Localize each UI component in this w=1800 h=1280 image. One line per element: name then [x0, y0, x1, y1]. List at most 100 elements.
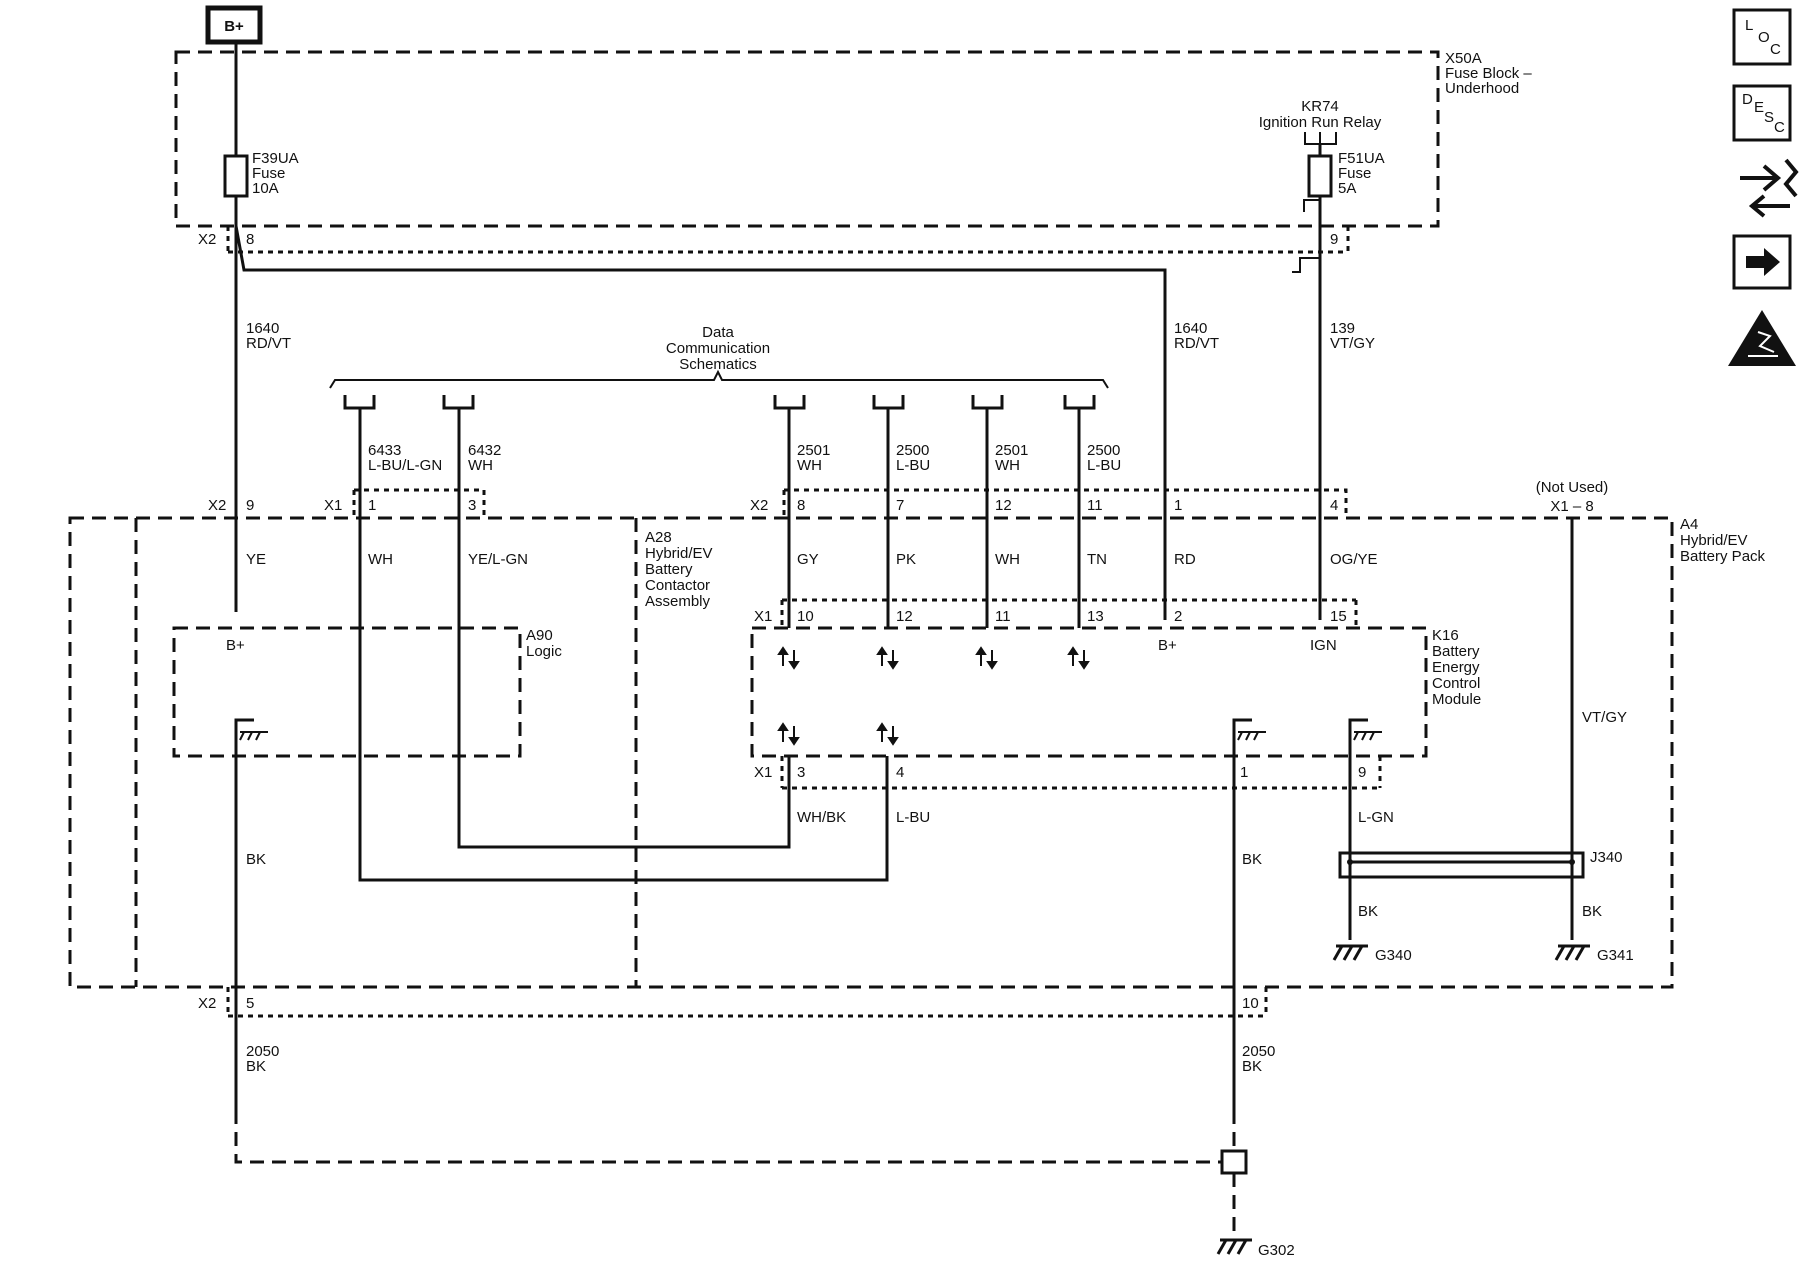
- pack-conn-x2b: X2: [750, 497, 768, 514]
- pack-pin-8: 8: [797, 497, 805, 514]
- color-og-ye: OG/YE: [1330, 551, 1378, 568]
- logic-ground-symbol: [239, 731, 268, 741]
- color-bk-g340: BK: [1358, 903, 1378, 920]
- c2050-left-num: 2050: [246, 1043, 279, 1060]
- ground-g302-symbol: [1216, 1238, 1252, 1255]
- module-ign: IGN: [1310, 637, 1337, 654]
- fuse-f39ua: [223, 154, 249, 198]
- module-line2: Energy: [1432, 659, 1480, 676]
- module-bplus: B+: [1158, 637, 1177, 654]
- color-bk-g341: BK: [1582, 903, 1602, 920]
- pack-line2: Battery Pack: [1680, 548, 1766, 565]
- bus-wire-2501a-color: WH: [797, 457, 822, 474]
- color-pk: PK: [896, 551, 916, 568]
- pack-line1: Hybrid/EV: [1680, 532, 1748, 549]
- bus-wire-2500b-num: 2500: [1087, 442, 1120, 459]
- bus-wire-6432-num: 6432: [468, 442, 501, 459]
- ground-junction: [1220, 1149, 1248, 1175]
- data-comm-line3: Schematics: [679, 356, 757, 373]
- fb-pin-8: 8: [246, 231, 254, 248]
- k16-bottom-conn-x1: X1: [754, 764, 772, 781]
- contactor-id: A28: [645, 529, 672, 546]
- color-rd: RD: [1174, 551, 1196, 568]
- high-voltage-warning-icon[interactable]: [1728, 310, 1796, 366]
- c1640-left-num: 1640: [246, 320, 279, 337]
- relay-kr74-id: KR74: [1301, 98, 1339, 115]
- splice-j340-label: J340: [1590, 849, 1623, 866]
- pack-pin-4: 4: [1330, 497, 1338, 514]
- bus-connector-tabs: [343, 395, 1096, 410]
- color-bk-mid: BK: [1242, 851, 1262, 868]
- c139-num: 139: [1330, 320, 1355, 337]
- pack-pin-11: 11: [1087, 497, 1103, 514]
- fuse-block-name: Fuse Block –: [1445, 65, 1532, 82]
- c1640-left-color: RD/VT: [246, 335, 291, 352]
- fb-pin-9: 9: [1330, 231, 1338, 248]
- c1640-right-color: RD/VT: [1174, 335, 1219, 352]
- description-button[interactable]: D E S C: [1732, 84, 1792, 142]
- fuse-f39ua-id: F39UA: [252, 150, 299, 167]
- wire-6432: [457, 408, 791, 849]
- bus-wire-6433-num: 6433: [368, 442, 401, 459]
- contactor-line2: Battery: [645, 561, 693, 578]
- c2050-left-color: BK: [246, 1058, 266, 1075]
- wire-6433: [358, 408, 889, 882]
- fuse-f39ua-rating: 10A: [252, 180, 279, 197]
- k16-ground-symbol-2: [1353, 731, 1382, 741]
- pack-conn-x1: X1: [324, 497, 342, 514]
- ground-g302: G302: [1258, 1242, 1295, 1259]
- svg-text:E: E: [1754, 99, 1764, 116]
- k16-pin-9: 9: [1358, 764, 1366, 781]
- bus-wire-2501a-num: 2501: [797, 442, 830, 459]
- logic-id: A90: [526, 627, 553, 644]
- module-line1: Battery: [1432, 643, 1480, 660]
- bus-wire-2500a-num: 2500: [896, 442, 929, 459]
- color-wh-bk: WH/BK: [797, 809, 846, 826]
- power-source-bplus: B+: [205, 5, 263, 45]
- battery-energy-control-module: [750, 626, 1428, 758]
- k16-pin-3: 3: [797, 764, 805, 781]
- color-ye-lgn: YE/L-GN: [468, 551, 528, 568]
- bottom-pin-5: 5: [246, 995, 254, 1012]
- fb-connector-x2: X2: [198, 231, 216, 248]
- connector-icon[interactable]: [1740, 158, 1799, 218]
- pack-x1-pin3: 3: [468, 497, 476, 514]
- fuse-f39ua-type: Fuse: [252, 165, 285, 182]
- bus-wire-6433-color: L-BU/L-GN: [368, 457, 442, 474]
- svg-text:S: S: [1764, 109, 1774, 126]
- pack-pin-12: 12: [995, 497, 1012, 514]
- pack-x1-pin1: 1: [368, 497, 376, 514]
- bus-wire-2501b-color: WH: [995, 457, 1020, 474]
- k16-pin-4: 4: [896, 764, 904, 781]
- not-used-label: (Not Used): [1536, 479, 1609, 496]
- logic-bplus: B+: [226, 637, 245, 654]
- ground-g341: G341: [1597, 947, 1634, 964]
- color-ye: YE: [246, 551, 266, 568]
- k16-pin-11: 11: [995, 608, 1011, 625]
- ground-g341-symbol: [1554, 944, 1590, 961]
- k16-pin-2: 2: [1174, 608, 1182, 625]
- relay-kr74-name: Ignition Run Relay: [1259, 114, 1382, 131]
- color-wh2: WH: [995, 551, 1020, 568]
- logic-module-a90: [172, 626, 522, 758]
- logic-name: Logic: [526, 643, 562, 660]
- fuse-block-name2: Underhood: [1445, 80, 1519, 97]
- color-gy: GY: [797, 551, 819, 568]
- contactor-line4: Assembly: [645, 593, 711, 610]
- location-button[interactable]: L O C: [1732, 8, 1792, 66]
- k16-pin-15: 15: [1330, 608, 1347, 625]
- c2050-right-num: 2050: [1242, 1043, 1275, 1060]
- svg-text:O: O: [1758, 29, 1770, 46]
- k16-top-conn-x1: X1: [754, 608, 772, 625]
- c139-color: VT/GY: [1330, 335, 1375, 352]
- ground-g340-symbol: [1332, 944, 1368, 961]
- next-arrow-button[interactable]: [1732, 234, 1792, 290]
- connector-x2-pin9-tab: [1292, 199, 1320, 273]
- pack-pin-7: 7: [896, 497, 904, 514]
- pack-conn-x2: X2: [208, 497, 226, 514]
- module-id: K16: [1432, 627, 1459, 644]
- relay-kr74-contact: [1304, 132, 1337, 145]
- bus-wire-2500b-color: L-BU: [1087, 457, 1121, 474]
- module-line4: Module: [1432, 691, 1481, 708]
